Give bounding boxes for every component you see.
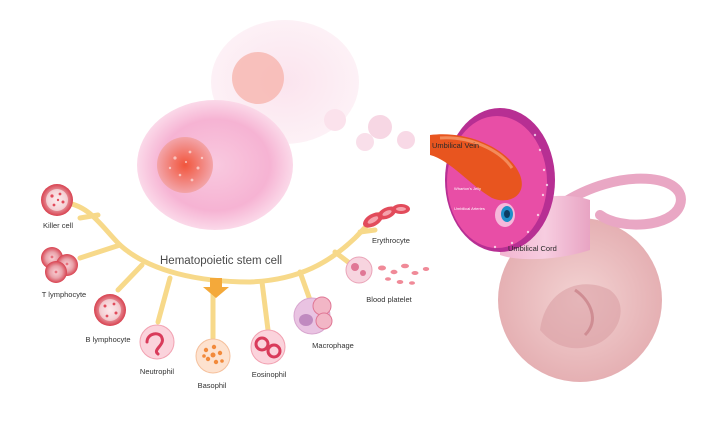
label-erythrocyte: Erythrocyte xyxy=(372,236,410,245)
basophil-icon xyxy=(195,338,231,374)
label-b-lymphocyte: B lymphocyte xyxy=(85,335,131,344)
label-umbilical-vein: Umbilical Vein xyxy=(432,141,480,150)
label-whartons-jelly: Wharton's Jelly xyxy=(454,186,481,191)
ghost-stem-cell-nucleus xyxy=(232,52,284,104)
umbilical-cord-loop xyxy=(555,173,686,230)
eosinophil-icon xyxy=(250,329,286,365)
neutrophil-icon xyxy=(139,324,175,360)
label-basophil: Basophil xyxy=(197,381,227,390)
fetus-silhouette xyxy=(540,284,621,349)
fetus-limb xyxy=(574,288,594,337)
label-eosinophil: Eosinophil xyxy=(251,370,287,379)
ghost-small-cell xyxy=(368,115,392,139)
label-hematopoietic-stem-cell: Hematopoietic stem cell xyxy=(160,255,283,267)
label-umbilical-arteries: Umbilical Arteries xyxy=(454,206,485,211)
t-lymphocyte-icon xyxy=(41,247,78,283)
killer-cell-icon xyxy=(41,184,73,216)
label-killer-cell: Killer cell xyxy=(42,221,74,230)
label-t-lymphocyte: T lymphocyte xyxy=(41,290,87,299)
blood-platelet-icon xyxy=(345,256,430,285)
label-neutrophil: Neutrophil xyxy=(139,367,175,376)
erythrocyte-icon xyxy=(363,204,410,228)
ghost-small-cell xyxy=(356,133,374,151)
down-arrow-icon xyxy=(203,278,229,298)
ghost-small-cell xyxy=(397,131,415,149)
umbilical-vein xyxy=(430,134,522,201)
ghost-small-cell xyxy=(324,109,346,131)
macrophage-icon xyxy=(293,296,333,335)
stem-cell xyxy=(137,100,293,230)
b-lymphocyte-icon xyxy=(94,294,126,326)
stem-cell-nucleus xyxy=(157,137,213,193)
label-macrophage: Macrophage xyxy=(312,341,354,350)
label-umbilical-cord: Umbilical Cord xyxy=(508,244,557,253)
label-blood-platelet: Blood platelet xyxy=(366,295,412,304)
stem-cell-nucleus-texture xyxy=(168,150,204,182)
umbilical-vein-highlight xyxy=(439,136,514,169)
